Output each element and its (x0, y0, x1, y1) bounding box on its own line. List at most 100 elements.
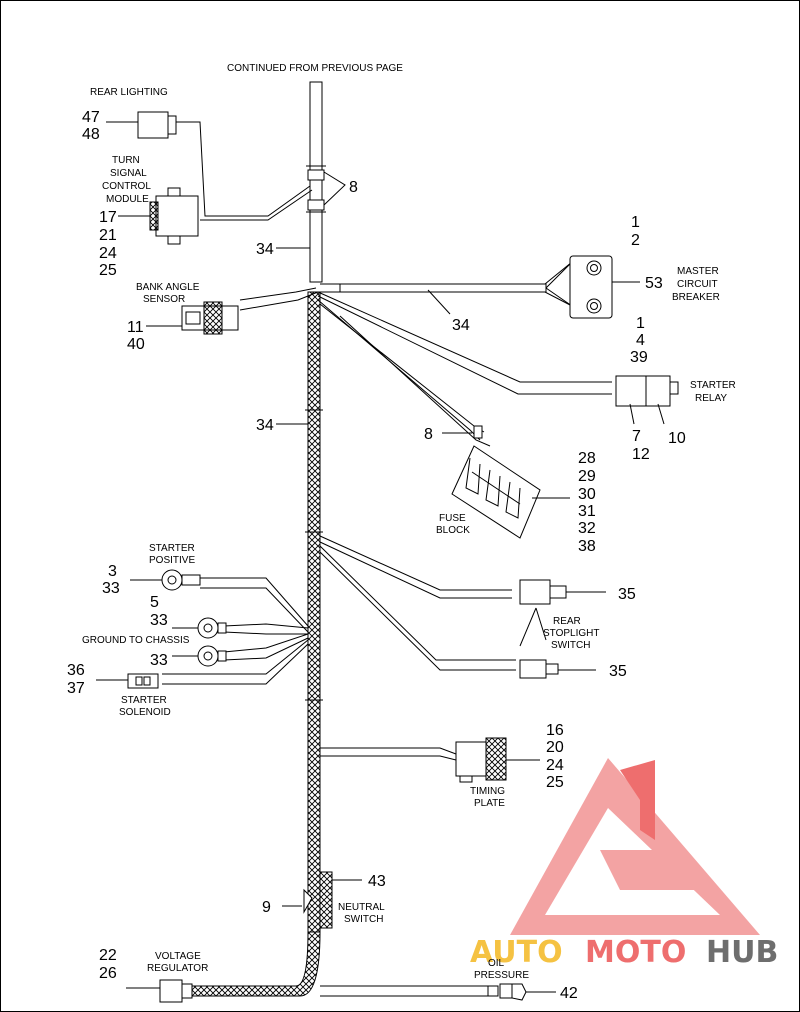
timing-label-1: TIMING (470, 786, 505, 797)
ref-10: 10 (668, 430, 686, 447)
ref-53: 53 (645, 275, 663, 292)
rear-lighting-connector (137, 111, 177, 139)
ref-33b: 33 (150, 612, 168, 629)
main-harness (189, 81, 490, 997)
turn-label-2: SIGNAL (110, 168, 147, 179)
watermark-logo: AUTO MOTO HUB (470, 758, 778, 970)
ref-30: 30 (578, 486, 596, 503)
ref-33a: 33 (102, 580, 120, 597)
ref-33c: 33 (150, 652, 168, 669)
ref-37: 37 (67, 680, 85, 697)
ref-21: 21 (99, 227, 117, 244)
turn-signal-connector (149, 187, 199, 245)
ref-48: 48 (82, 126, 100, 143)
starter-pos-label-2: POSITIVE (149, 555, 195, 566)
watermark-text-hub: HUB (706, 935, 778, 970)
breaker-label-1: MASTER (677, 266, 719, 277)
ref-42: 42 (560, 985, 578, 1002)
ref-47: 47 (82, 109, 100, 126)
solenoid-label-1: STARTER (121, 695, 167, 706)
stoplight-leaders (519, 591, 606, 671)
ref-11: 11 (127, 319, 144, 336)
breaker-label-2: CIRCUIT (677, 279, 718, 290)
ref-7: 7 (632, 428, 641, 445)
bank-angle-connector (181, 301, 239, 335)
ref-5: 5 (150, 594, 159, 611)
turn-label-4: MODULE (106, 194, 149, 205)
relay-label-1: STARTER (690, 380, 736, 391)
ref-17: 17 (99, 209, 117, 226)
ref-25b: 25 (546, 774, 564, 791)
regulator-label-2: REGULATOR (147, 963, 208, 974)
timing-label-2: PLATE (474, 798, 505, 809)
ref-12: 12 (632, 446, 650, 463)
upper-branches (176, 121, 612, 447)
starter-pos-label-1: STARTER (149, 543, 195, 554)
harness-leaders (276, 247, 451, 425)
oil-pressure-switch (487, 983, 556, 1001)
ref-35b: 35 (609, 663, 627, 680)
turn-label-3: CONTROL (102, 181, 151, 192)
ref-4: 4 (636, 332, 645, 349)
ref-9: 9 (262, 899, 271, 916)
solenoid-label-2: SOLENOID (119, 707, 171, 718)
ref-24b: 24 (546, 757, 564, 774)
neutral-label-2: SWITCH (344, 914, 383, 925)
regulator-label-1: VOLTAGE (155, 951, 201, 962)
timing-plate-connector (455, 737, 507, 783)
master-breaker-box (569, 255, 613, 319)
turn-label-1: TURN (112, 155, 140, 166)
clip-ref-8: 8 (349, 179, 358, 196)
harness-ref-34b: 34 (452, 317, 470, 334)
neutral-label-1: NEUTRAL (338, 902, 385, 913)
ref-1a: 1 (631, 214, 640, 231)
watermark-text-auto: AUTO (470, 935, 563, 970)
ref-38: 38 (578, 538, 596, 555)
ref-1b: 1 (636, 315, 645, 332)
ref-26: 26 (99, 965, 117, 982)
ref-22: 22 (99, 947, 117, 964)
harness-ref-34c: 34 (256, 417, 274, 434)
relay-label-2: RELAY (695, 393, 727, 404)
fuse-label-2: BLOCK (436, 525, 470, 536)
oil-label-2: PRESSURE (474, 970, 529, 981)
watermark-m-stroke (620, 760, 655, 840)
fuse-block (451, 425, 541, 539)
labels: CONTINUED FROM PREVIOUS PAGE REAR LIGHTI… (67, 63, 736, 1002)
stoplight-label-1: REAR (553, 616, 581, 627)
harness-ref-34a: 34 (256, 241, 274, 258)
lower-branches (162, 535, 516, 761)
ref-16: 16 (546, 722, 564, 739)
breaker-label-3: BREAKER (672, 292, 720, 303)
ref-32: 32 (578, 520, 596, 537)
bank-label-1: BANK ANGLE (136, 282, 200, 293)
ref-31: 31 (578, 503, 596, 520)
ref-36: 36 (67, 662, 85, 679)
bank-label-2: SENSOR (143, 294, 185, 305)
ref-29: 29 (578, 468, 596, 485)
ref-2: 2 (631, 232, 640, 249)
watermark-text-moto: MOTO (585, 935, 686, 970)
starter-relay-connector (615, 375, 679, 407)
voltage-regulator-connector (126, 979, 193, 1003)
ref-20: 20 (546, 739, 564, 756)
starter-solenoid-connector (127, 673, 159, 689)
stoplight-label-3: SWITCH (551, 640, 590, 651)
ref-25: 25 (99, 262, 117, 279)
ground-label: GROUND TO CHASSIS (82, 635, 190, 646)
ref-40: 40 (127, 336, 145, 353)
ref-43: 43 (368, 873, 386, 890)
watermark-g-shape (600, 850, 700, 890)
ref-35a: 35 (618, 586, 636, 603)
rear-lighting-label: REAR LIGHTING (90, 87, 168, 98)
ref-24: 24 (99, 245, 117, 262)
stoplight-connectors (519, 579, 567, 679)
clip-leaders (323, 171, 573, 307)
ref-28: 28 (578, 450, 596, 467)
oil-label-1: OIL (488, 958, 505, 969)
fuse-block-leaders (442, 281, 665, 499)
fuse-label-1: FUSE (439, 513, 466, 524)
stoplight-label-2: STOPLIGHT (543, 628, 600, 639)
